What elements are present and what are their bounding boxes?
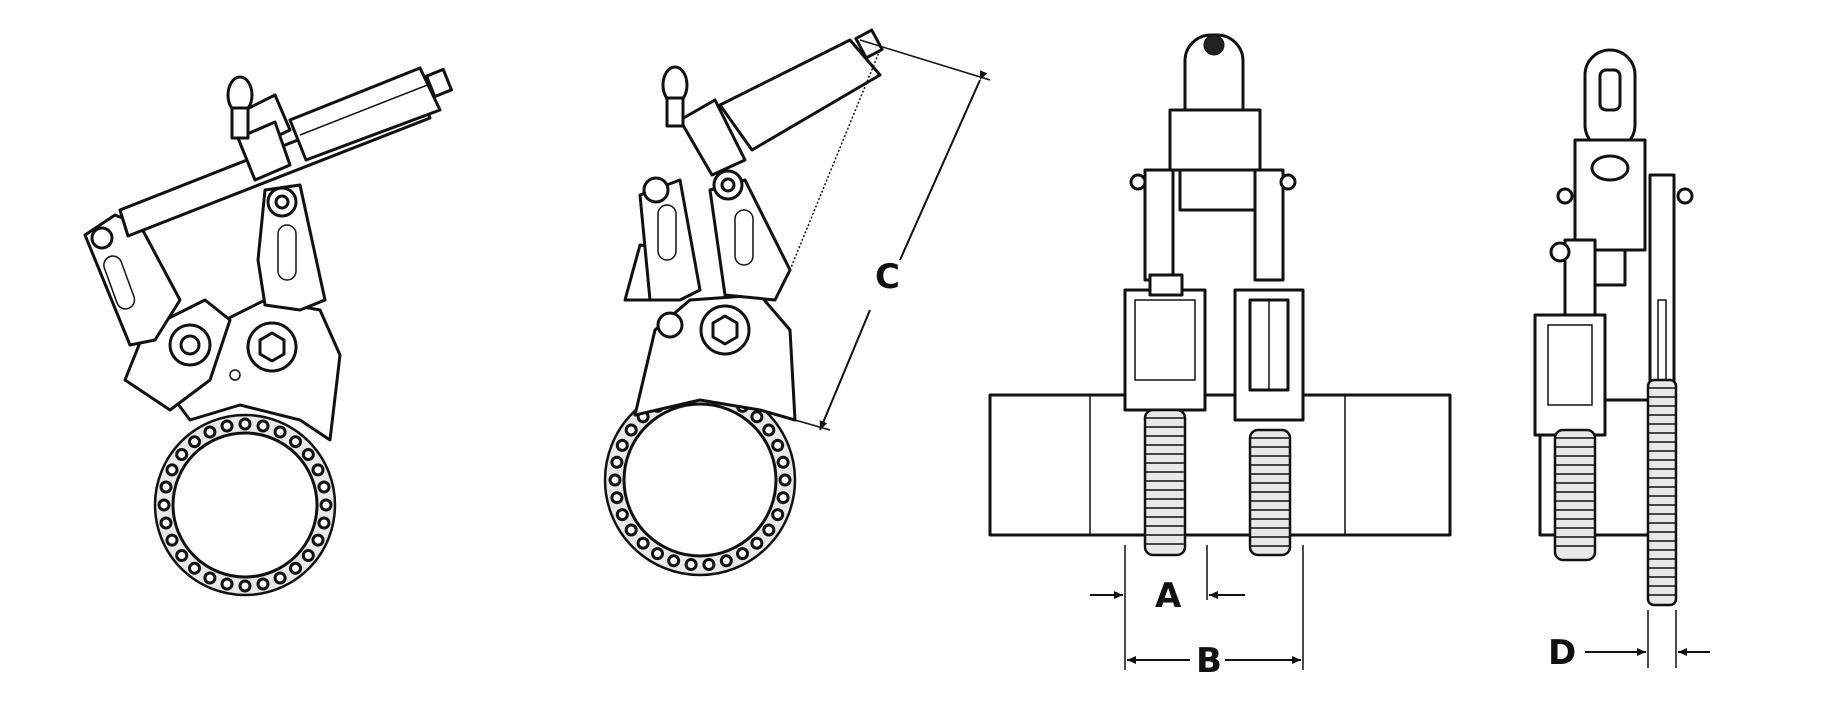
chain-link [203, 425, 217, 439]
chain-link [771, 508, 785, 522]
chain-link [684, 558, 698, 571]
chain-teeth-end [1555, 387, 1676, 596]
chain-link [778, 473, 792, 487]
chain-link [238, 579, 252, 593]
chain-link [289, 561, 302, 575]
chain-link [771, 438, 785, 452]
chain-link [317, 480, 331, 494]
chain-link [615, 508, 629, 522]
chain-link [256, 577, 270, 591]
chain-link [319, 498, 333, 512]
chain-link [776, 455, 790, 469]
chain-link [159, 480, 173, 494]
view-front-dim-ab: A B [988, 33, 1452, 681]
chain-link [311, 533, 325, 547]
chain-link [624, 523, 638, 537]
chain-link [165, 533, 179, 547]
chain-link [220, 419, 234, 433]
chain-link [719, 554, 733, 568]
chain-link [311, 463, 325, 477]
chain-link [750, 410, 764, 424]
chain-link [610, 491, 624, 505]
chain-link [220, 577, 234, 591]
chain-link [256, 419, 270, 433]
chain-link [157, 498, 171, 512]
chain-link [175, 549, 189, 562]
chain-link [289, 435, 302, 449]
chain-link [159, 516, 173, 530]
chain-link [203, 571, 217, 585]
dimension-label-c: C [875, 257, 900, 297]
chain-link [750, 536, 764, 550]
dimension-label-a: A [1155, 576, 1182, 616]
chain-link [317, 516, 331, 530]
chain-link [301, 448, 315, 461]
chain-link [188, 435, 201, 449]
chain-link [636, 536, 650, 550]
chain-link [175, 448, 189, 461]
chain-link [608, 473, 622, 487]
chain-link [273, 425, 287, 439]
chain-link [651, 547, 664, 561]
chain-link [610, 455, 624, 469]
view-side-extended [83, 66, 453, 597]
chain-teeth-front [1145, 417, 1290, 547]
chain-link [165, 463, 179, 477]
chain-link [702, 558, 716, 571]
dimension-label-d: D [1548, 633, 1576, 673]
chain-link [615, 438, 629, 452]
chain-link [762, 523, 776, 537]
view-end-dim-d: D [1533, 48, 1710, 673]
chain-link [667, 554, 681, 568]
chain-link [762, 423, 776, 437]
chain-link [301, 549, 315, 562]
view-side-dim-c: C [603, 28, 991, 577]
chain-link [736, 547, 749, 561]
chain-ring-links-1 [157, 417, 333, 593]
chain-link [188, 561, 201, 575]
chain-link [273, 571, 287, 585]
chain-link [624, 423, 638, 437]
dimension-label-b: B [1196, 641, 1222, 681]
chain-link [238, 417, 252, 431]
chain-link [776, 491, 790, 505]
